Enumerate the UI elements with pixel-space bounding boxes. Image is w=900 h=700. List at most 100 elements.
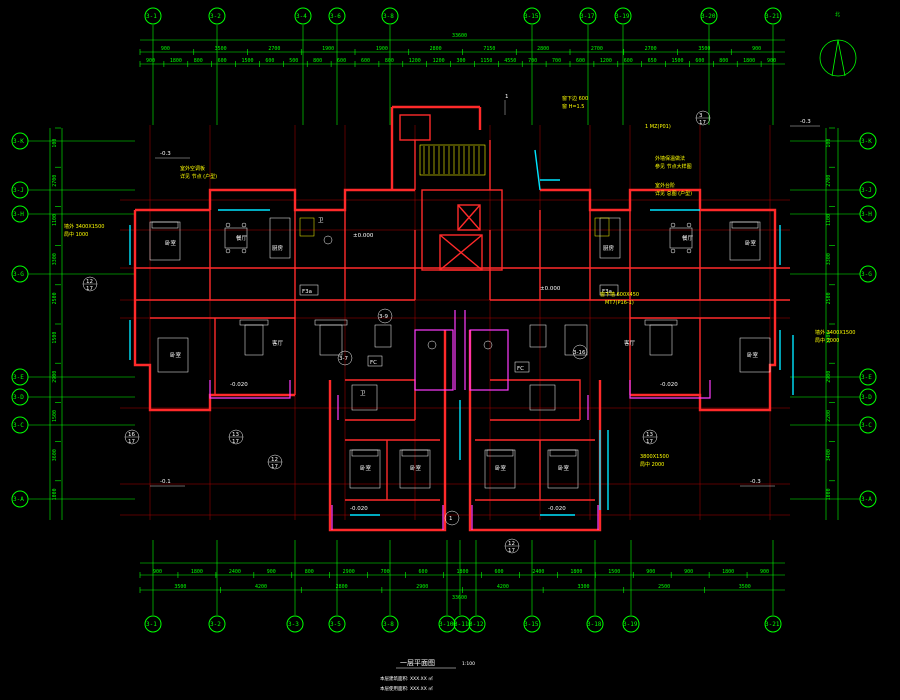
svg-text:3-D: 3-D (13, 394, 24, 401)
dimension-value: 3500 (698, 46, 710, 52)
axis-bubble-left-3: 3-H (11, 205, 29, 223)
dimension-value: 1800 (743, 58, 755, 64)
dimension-value: 700 (381, 569, 390, 575)
dimension-value: 1800 (722, 569, 734, 575)
svg-text:3-19: 3-19 (615, 13, 630, 20)
dimension-value: 2700 (645, 46, 657, 52)
axis-bubble-right-5: 3-E (859, 368, 877, 386)
elevation-label: -0.020 (230, 382, 248, 388)
svg-text:3-E: 3-E (13, 374, 24, 381)
dimension-value: 2400 (229, 569, 241, 575)
dimension-value: 3400 (826, 449, 832, 461)
axis-bubble-right-2: 3-J (859, 181, 877, 199)
dimension-value: 100 (826, 139, 832, 148)
annotation-text: 详见 节点 (户型) (180, 173, 217, 180)
axis-bubble-bottom-4: 3-5 (328, 615, 346, 633)
dimension-value: 900 (153, 569, 162, 575)
side-dimensions: 100270011003300250015002900150036001000 … (49, 127, 839, 520)
dimension-value: 800 (385, 58, 394, 64)
callout-num: 17 (232, 439, 239, 445)
magenta-walls (209, 310, 711, 530)
annotation-text: 局中 2000 (815, 337, 839, 344)
axis-bubble-top-7: 3-17 (579, 7, 597, 25)
axis-bubble-left-1: 3-K (11, 132, 29, 150)
elevation-label: -0.020 (660, 382, 678, 388)
dimension-value: 2700 (52, 175, 58, 187)
dimension-value: 650 (648, 58, 657, 64)
reference-number: 1 (505, 94, 509, 100)
dimension-value: 2900 (52, 371, 58, 383)
svg-text:3-15: 3-15 (524, 621, 539, 628)
dimension-value: 900 (146, 58, 155, 64)
elevation-label: -0.020 (350, 506, 368, 512)
svg-text:3-1: 3-1 (146, 621, 157, 628)
svg-text:3-G: 3-G (13, 271, 24, 278)
dimension-value: 900 (684, 569, 693, 575)
callout-num: 1 (449, 516, 453, 522)
svg-text:3-8: 3-8 (383, 13, 394, 20)
dimension-value: 3500 (215, 46, 227, 52)
axis-bubble-right-1: 3-K (859, 132, 877, 150)
svg-text:3-K: 3-K (13, 138, 24, 145)
axis-bubble-right-8: 3-A (859, 490, 877, 508)
annotation-text: 墙外 3400X1500 (64, 223, 104, 230)
dimension-value: 1500 (52, 410, 58, 422)
room-label: 卧室 (170, 351, 182, 359)
axis-bubble-right-7: 3-C (859, 416, 877, 434)
dimension-value: 4200 (497, 584, 509, 590)
elevation-label: -0.1 (160, 479, 171, 485)
room-label: 厨房 (603, 244, 615, 252)
svg-text:3-A: 3-A (861, 496, 872, 503)
annotation-text: 外墙保温做法 (655, 155, 685, 162)
axis-bubble-top-9: 3-20 (700, 7, 718, 25)
dimension-value: 2200 (826, 410, 832, 422)
svg-text:3-21: 3-21 (765, 13, 780, 20)
dimension-value: 600 (624, 58, 633, 64)
room-label: 客厅 (624, 339, 636, 347)
axis-bubble-bottom-9: 3-15 (523, 615, 541, 633)
annotation-text: 3800X1500 (640, 454, 669, 460)
dimension-value: 3600 (52, 449, 58, 461)
elevation-label: -0.3 (750, 479, 761, 485)
bottom-total-dimension: 33600 (452, 595, 467, 601)
room-label: 卧室 (495, 464, 507, 472)
dimension-value: 3500 (739, 584, 751, 590)
dimension-value: 900 (161, 46, 170, 52)
axis-bubble-top-8: 3-19 (614, 7, 632, 25)
svg-text:3-4: 3-4 (296, 13, 307, 20)
annotation-text: 窗 H=1.5 (562, 103, 585, 110)
door-tag: FC (370, 360, 377, 366)
svg-text:3-2: 3-2 (210, 13, 221, 20)
axis-bubbles-top: 3-1 3-2 3-4 3-6 3-8 3-15 3-17 3-19 3-20 … (144, 7, 782, 25)
svg-text:3-H: 3-H (13, 211, 24, 218)
annotations: -0.3 -0.3 -0.1 -0.3 ±0.000 ±0.000 -0.020… (64, 94, 855, 554)
annotation-text: 参见 节点大样图 (655, 163, 692, 170)
room-label: 卧室 (360, 464, 372, 472)
dimension-value: 2500 (52, 292, 58, 304)
room-label: 卧室 (558, 464, 570, 472)
axis-bubble-bottom-2: 3-2 (208, 615, 226, 633)
svg-text:3-17: 3-17 (580, 13, 595, 20)
svg-text:3-21: 3-21 (765, 621, 780, 628)
dimension-value: 900 (767, 58, 776, 64)
callout-num: 13 (232, 432, 239, 438)
annotation-text: 墙外 3400X1500 (815, 329, 855, 336)
room-label: 卫 (318, 217, 324, 224)
north-label: 北 (835, 11, 840, 18)
dimension-value: 600 (576, 58, 585, 64)
dimension-value: 4200 (255, 584, 267, 590)
dimension-value: 900 (760, 569, 769, 575)
svg-text:3-8: 3-8 (383, 621, 394, 628)
svg-text:3-C: 3-C (861, 422, 872, 429)
dimension-value: 900 (752, 46, 761, 52)
room-label: 卧室 (165, 239, 177, 247)
axis-bubble-right-4: 3-G (859, 265, 877, 283)
dimension-value: 900 (646, 569, 655, 575)
dimension-value: 2500 (658, 584, 670, 590)
callout-num: 17 (86, 286, 93, 292)
dimension-value: 500 (289, 58, 298, 64)
dimension-value: 600 (695, 58, 704, 64)
dimension-value: 2900 (826, 371, 832, 383)
